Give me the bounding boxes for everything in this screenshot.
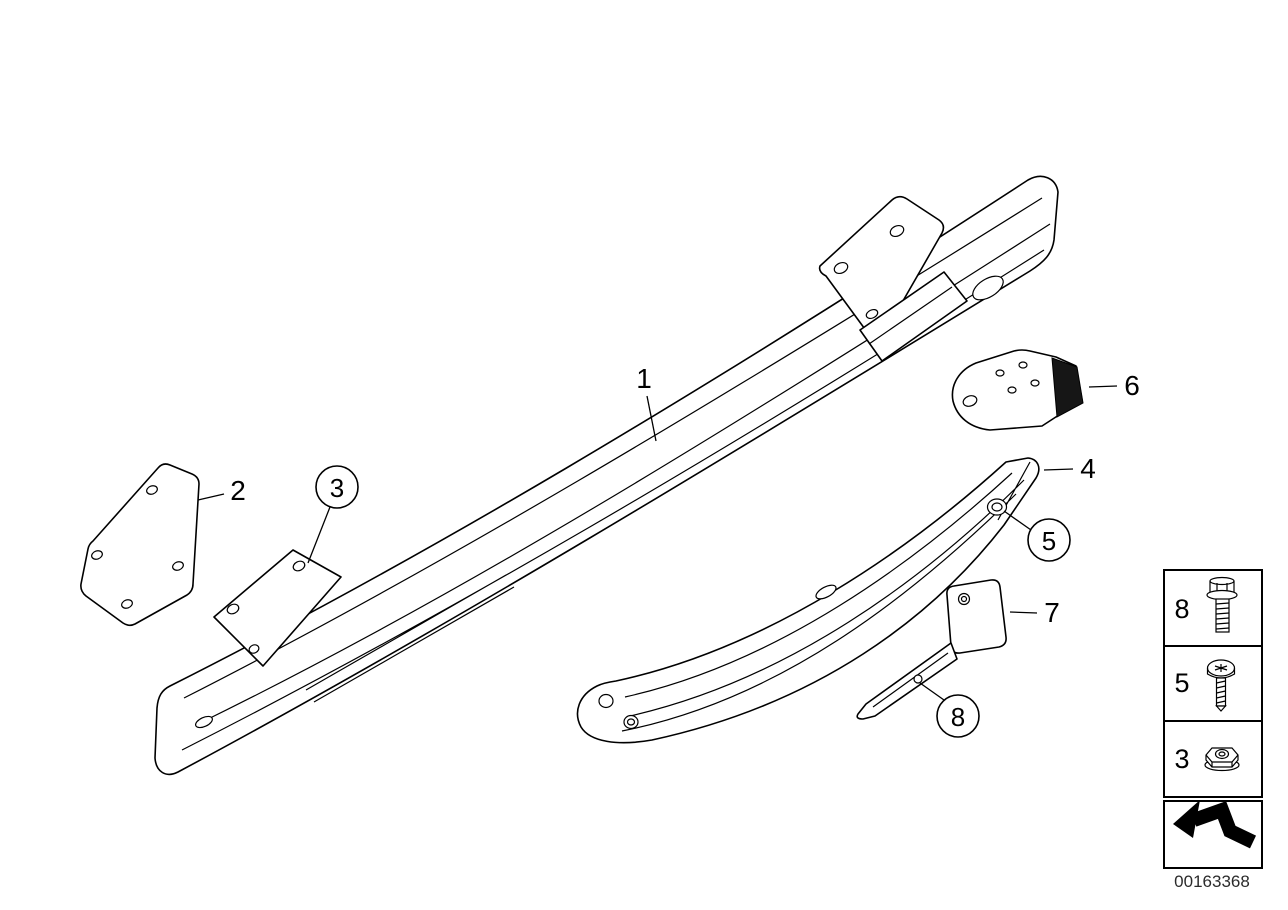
legend-item-nut[interactable]: 3: [1163, 720, 1263, 798]
callout-3-label: 3: [330, 473, 344, 503]
callout-3-circle[interactable]: [315, 465, 359, 509]
right-mount-plate-hole-1: [889, 224, 905, 238]
support-bar-mid-slot: [815, 584, 837, 600]
upper-bracket-hole-2: [1018, 361, 1028, 369]
callout-1[interactable]: 1: [636, 363, 657, 442]
cover-plate-hole-4: [91, 550, 103, 560]
callout-8-leader: [919, 682, 945, 701]
bolt-head-sides: [1209, 581, 1235, 593]
callout-2[interactable]: 2: [197, 475, 246, 506]
cover-plate-hole-2: [172, 561, 184, 571]
fastener-legend: 8 5: [1163, 569, 1263, 891]
carrier-beam-sleeve: [859, 271, 968, 362]
sleeve-outline: [859, 271, 968, 362]
upper-bracket-notch: [962, 395, 978, 407]
direction-arrow-box: [1163, 800, 1263, 869]
upper-bracket-hole-4: [1030, 379, 1040, 387]
support-bar-right-bolt-hole-inner: [991, 502, 1003, 512]
callout-7[interactable]: 7: [1009, 597, 1060, 628]
left-mount-plate-outline: [213, 549, 342, 667]
part-upper-bracket: [951, 349, 1084, 431]
support-bar-left-hole-2-inner: [626, 718, 636, 726]
legend-item-screw-label: 5: [1174, 668, 1189, 698]
callout-5[interactable]: 5: [1003, 510, 1071, 562]
cover-plate-hole-3: [121, 599, 133, 609]
screw-threads: [1216, 680, 1226, 704]
upper-bracket-hole-1: [995, 369, 1005, 377]
lower-bracket-plate-hole-inner: [960, 595, 968, 603]
support-bar-outline: [576, 457, 1040, 744]
callout-3[interactable]: 3: [307, 465, 359, 564]
callout-1-leader: [646, 395, 657, 442]
callout-5-circle[interactable]: [1027, 518, 1071, 562]
callout-6[interactable]: 6: [1088, 370, 1140, 401]
hex-flange-bolt-icon: [1206, 576, 1238, 633]
right-mount-plate-hole-3: [865, 308, 879, 320]
callout-8-label: 8: [951, 702, 965, 732]
lower-bracket-plate-outline: [946, 579, 1007, 654]
callout-5-label: 5: [1042, 526, 1056, 556]
callout-6-label[interactable]: 6: [1124, 370, 1140, 401]
direction-arrow-tail: [1191, 801, 1257, 849]
screw-torx-star: [1214, 664, 1228, 672]
left-mount-plate-hole-1: [292, 560, 306, 572]
bolt-flange: [1206, 589, 1238, 601]
screw-tip: [1215, 705, 1227, 712]
part-carrier-beam: [154, 175, 1059, 776]
nut-hole: [1214, 748, 1230, 760]
nut-facets: [1205, 754, 1239, 767]
part-cover-plate: [80, 463, 200, 627]
torx-screw-icon: [1206, 659, 1236, 712]
callout-2-label[interactable]: 2: [230, 475, 246, 506]
callout-1-label[interactable]: 1: [636, 363, 652, 394]
legend-item-bolt-label: 8: [1174, 594, 1189, 624]
document-number: 00163368: [1174, 872, 1250, 891]
legend-item-screw[interactable]: 5: [1163, 645, 1263, 722]
carrier-beam-slot-right: [972, 275, 1004, 301]
callout-4[interactable]: 4: [1043, 453, 1096, 484]
part-lower-bracket: [856, 579, 1007, 720]
cover-plate-outline: [80, 463, 200, 627]
upper-bracket-side-face: [1051, 357, 1084, 418]
callout-4-label[interactable]: 4: [1080, 453, 1096, 484]
right-mount-plate-hole-2: [833, 261, 849, 275]
callout-5-leader: [1003, 510, 1032, 531]
hex-flange-nut-icon: [1204, 747, 1240, 772]
carrier-beam-ridges: [181, 197, 1051, 751]
carrier-beam-slot-left: [195, 715, 213, 729]
cover-plate-hole-1: [146, 485, 158, 495]
left-mount-plate-hole-3: [248, 644, 260, 654]
upper-bracket-outline: [951, 349, 1083, 431]
callout-8[interactable]: 8: [919, 682, 980, 738]
lower-bracket-arm-line: [872, 652, 949, 708]
bolt-head-top: [1209, 576, 1235, 586]
callout-2-leader: [197, 493, 225, 501]
legend-item-nut-label: 3: [1174, 744, 1189, 774]
nut-hole-inner: [1218, 751, 1226, 757]
upper-bracket-hole-3: [1007, 386, 1017, 394]
lower-bracket-arm-bolt: [913, 674, 923, 684]
carrier-beam-outline: [154, 175, 1059, 776]
callout-4-leader: [1043, 468, 1074, 471]
carrier-beam-right-mount-plate: [818, 195, 945, 340]
carrier-beam-left-mount-plate: [213, 549, 342, 667]
direction-arrow-icon: [1173, 800, 1257, 849]
legend-item-nut-box[interactable]: [1163, 720, 1263, 798]
left-mount-plate-hole-2: [226, 603, 240, 615]
direction-arrow-head: [1173, 800, 1200, 838]
legend-item-bolt[interactable]: 8: [1163, 569, 1263, 647]
right-mount-plate-outline: [818, 195, 945, 340]
callout-8-circle[interactable]: [936, 694, 980, 738]
callout-7-label[interactable]: 7: [1044, 597, 1060, 628]
support-bar-ridges: [621, 461, 1031, 732]
callout-6-leader: [1088, 385, 1118, 388]
part-support-bar: [576, 457, 1040, 744]
callout-7-leader: [1009, 611, 1038, 614]
legend-item-screw-box[interactable]: [1163, 645, 1263, 722]
callout-3-leader: [307, 506, 331, 564]
support-bar-left-hole-1: [598, 693, 614, 709]
bolt-threads: [1215, 602, 1230, 630]
sleeve-inner-line: [868, 286, 953, 345]
